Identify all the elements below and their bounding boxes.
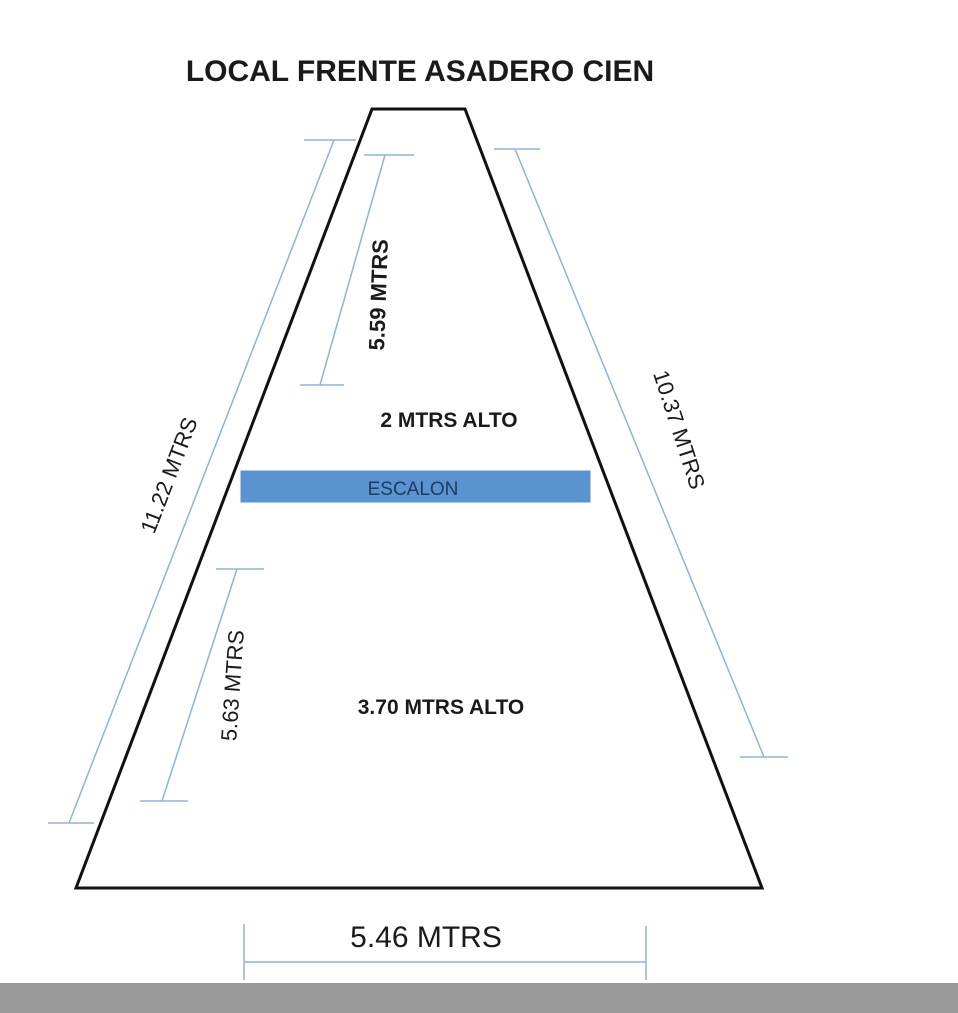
base-dimension: [243, 924, 647, 980]
right-side-dimension: [494, 148, 788, 758]
left-side-dimension: [48, 139, 356, 824]
lower-area-height-label: 3.70 MTRS ALTO: [358, 696, 524, 719]
upper-inner-dimension: [300, 154, 414, 386]
lower-inner-label: 5.63 MTRS: [216, 629, 249, 742]
room-outline: [73, 107, 765, 890]
right-side-label: 10.37 MTRS: [648, 367, 710, 492]
plan-title: LOCAL FRENTE ASADERO CIEN: [186, 55, 654, 88]
step-bar: [240, 470, 591, 503]
lower-inner-dimension: [140, 568, 264, 802]
base-label: 5.46 MTRS: [350, 921, 502, 954]
upper-inner-label: 5.59 MTRS: [364, 239, 393, 351]
step-label: ESCALON: [368, 479, 459, 500]
bottom-bar: [0, 983, 958, 1013]
left-side-label: 11.22 MTRS: [135, 414, 202, 537]
upper-area-height-label: 2 MTRS ALTO: [380, 409, 517, 432]
